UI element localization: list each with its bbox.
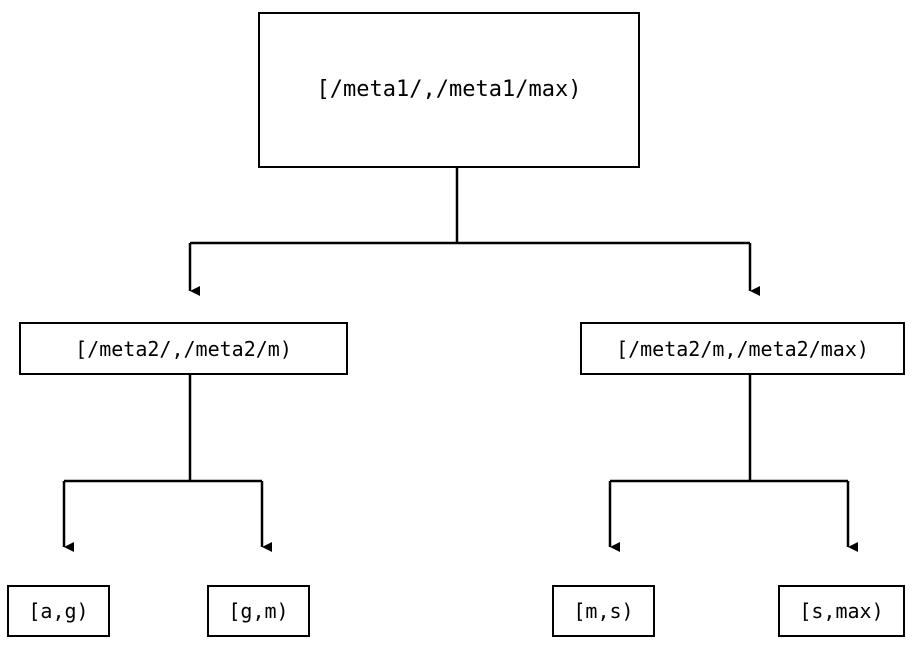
node-mid-right-label: [/meta2/m,/meta2/max) — [616, 336, 869, 361]
node-leaf-g-m-label: [g,m) — [228, 599, 289, 623]
node-leaf-a-g-label: [a,g) — [28, 599, 89, 623]
node-leaf-g-m[interactable]: [g,m) — [207, 585, 310, 637]
node-mid-left[interactable]: [/meta2/,/meta2/m) — [19, 322, 348, 375]
node-root-label: [/meta1/,/meta1/max) — [316, 77, 582, 102]
node-leaf-s-max-label: [s,max) — [799, 599, 884, 623]
node-leaf-a-g[interactable]: [a,g) — [7, 585, 110, 637]
node-mid-left-label: [/meta2/,/meta2/m) — [75, 336, 292, 361]
node-mid-right[interactable]: [/meta2/m,/meta2/max) — [580, 322, 905, 375]
node-leaf-m-s-label: [m,s) — [573, 599, 634, 623]
node-leaf-s-max[interactable]: [s,max) — [778, 585, 905, 637]
node-leaf-m-s[interactable]: [m,s) — [552, 585, 655, 637]
node-root[interactable]: [/meta1/,/meta1/max) — [258, 12, 640, 168]
